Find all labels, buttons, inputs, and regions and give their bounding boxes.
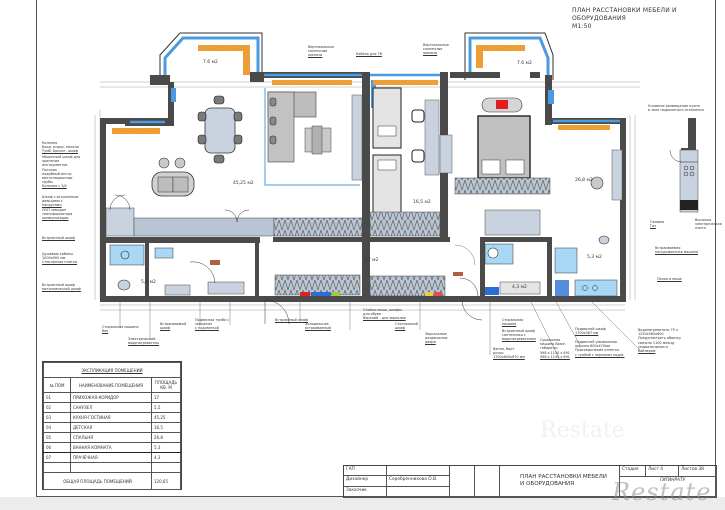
annotation-right-3: Полка в нише — [657, 277, 682, 281]
viewer-bottom-bar — [0, 497, 725, 510]
sheet-title-line1: ПЛАН РАССТАНОВКИ МЕБЕЛИ И ОБОРУДОВАНИЯ — [572, 7, 677, 22]
area-bathroom: 5,3 м2 — [587, 255, 602, 260]
sheets-count: Листов 38 — [679, 466, 717, 477]
area-corridor: 17 м2 — [365, 258, 379, 263]
designer-name: Серебренникова О.В. — [387, 476, 450, 487]
dining-table — [197, 95, 243, 164]
windows — [130, 73, 620, 124]
sheet-scale: М1:50 — [572, 23, 592, 30]
header-area: ПЛОЩАДЬ КВ. М — [151, 377, 181, 393]
sheet-number: Лист 4 — [646, 466, 679, 477]
role-customer: Заказчик — [344, 487, 387, 498]
area-bay-left: 7.6 м2 — [203, 60, 218, 65]
leader-lines — [119, 299, 641, 361]
sheet-title: ПЛАН РАССТАНОВКИ МЕБЕЛИ И ОБОРУДОВАНИЯ М… — [572, 7, 725, 31]
kids-room — [351, 87, 440, 214]
area-wc: 5,5 м2 — [141, 280, 156, 285]
room-explication-table: ЭКСПЛИКАЦИЯ ПОМЕЩЕНИЙ № ПОМ НАИМЕНОВАНИЕ… — [42, 361, 182, 490]
kitchen-detail-right — [669, 118, 699, 213]
header-name: НАИМЕНОВАНИЕ ПОМЕЩЕНИЯ — [70, 377, 152, 393]
area-bedroom: 26,8 м2 — [575, 178, 593, 183]
watermark-faint: Restate — [540, 418, 625, 443]
radiators — [112, 80, 610, 134]
table-total-row: ОБЩАЯ ПЛОЩАДЬ ПОМЕЩЕНИЙ 120,65 — [43, 472, 181, 490]
header-num: № ПОМ — [43, 377, 71, 393]
doors — [109, 194, 483, 325]
annotation-left-3: Встроенный шкаф — [42, 236, 75, 240]
annotation-bottom-4: Встроенный шкаф — [275, 318, 308, 322]
corridor-wardrobes — [105, 207, 541, 297]
role-designer: Дизайнер — [344, 476, 387, 487]
area-bay-right: 7.6 м2 — [517, 61, 532, 66]
title-block: ГАП Дизайнер Заказчик Серебренникова О.В… — [343, 465, 717, 498]
living-sofa — [151, 157, 195, 197]
annotation-top-1: Кабель для ТВ — [356, 52, 382, 56]
organization: ГИГИНРАТУ — [620, 477, 717, 498]
area-kitchen-living: 45,25 м2 — [233, 181, 254, 186]
table-row-empty — [43, 462, 181, 473]
bedroom — [439, 97, 623, 201]
title-block-title: ПЛАН РАССТАНОВКИ МЕБЕЛИ И ОБОРУДОВАНИЯ — [520, 474, 607, 487]
area-kids: 16,5 м2 — [413, 200, 431, 205]
wc-room — [109, 244, 245, 296]
bay-window-left — [159, 32, 263, 80]
watermark-logo: Restate — [612, 478, 712, 506]
area-laundry: 4,3 м2 — [512, 285, 527, 290]
stage-label: Стадия — [620, 466, 646, 477]
corner-sofa — [264, 88, 360, 186]
role-gap: ГАП — [344, 466, 387, 476]
bay-window-right — [464, 32, 554, 80]
explication-caption: ЭКСПЛИКАЦИЯ ПОМЕЩЕНИЙ — [43, 362, 181, 378]
laundry-bathroom — [453, 235, 618, 297]
